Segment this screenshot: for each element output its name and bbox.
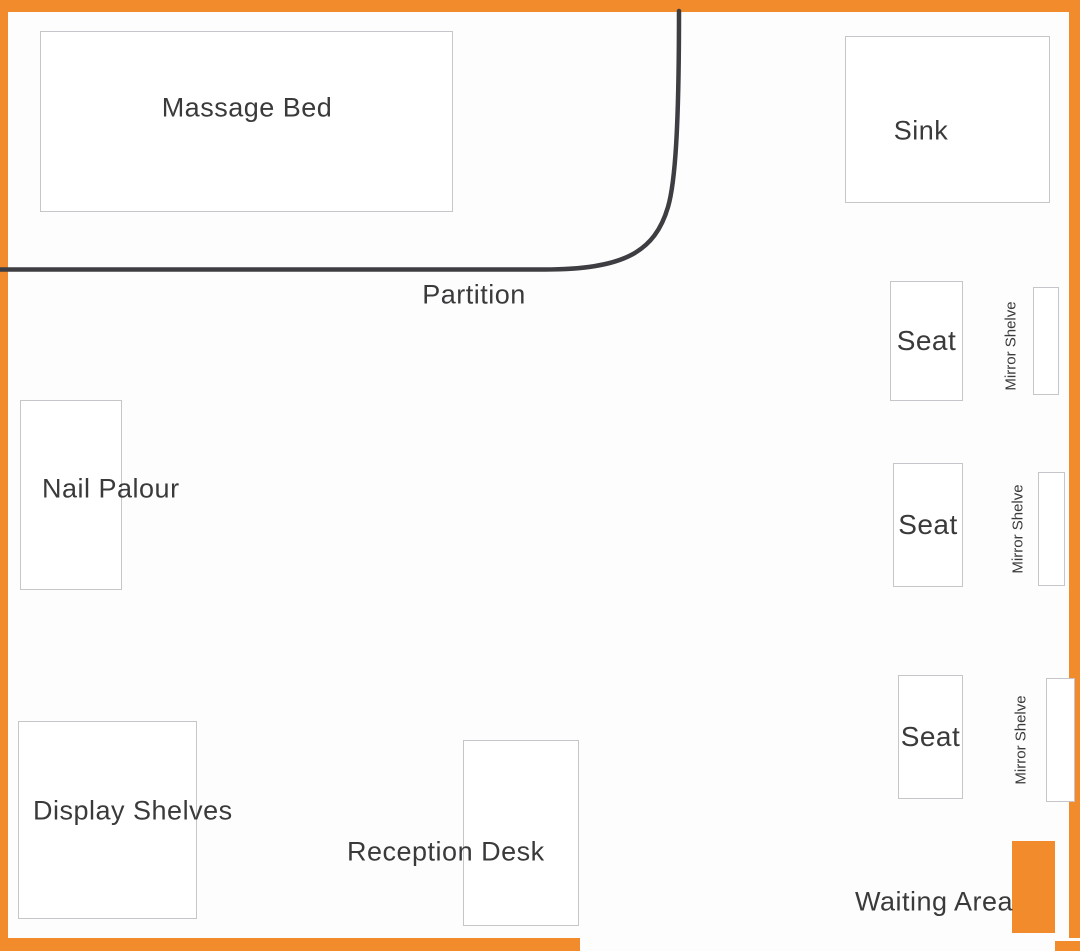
wall-segment-bottom-right-corner [1055, 941, 1080, 951]
seat-box-2: Seat [893, 463, 963, 587]
wall-segment-bottom-left [0, 938, 580, 951]
mirror-shelf-label-1: Mirror Shelve [1002, 301, 1020, 391]
wall-segment-left [0, 0, 8, 951]
sink-label: Sink [893, 115, 949, 146]
seat-box-1: Seat [890, 281, 963, 401]
mirror-shelf-box-3 [1046, 678, 1075, 802]
massage-bed-label: Massage Bed [161, 92, 333, 123]
wall-segment-top [0, 0, 1080, 12]
nail-parlour-label: Nail Palour [42, 473, 180, 504]
seat-box-3: Seat [898, 675, 963, 799]
nail-parlour-box [20, 400, 122, 590]
seat-label: Seat [898, 509, 958, 540]
waiting-area-marker [1012, 841, 1055, 933]
partition-label: Partition [422, 279, 526, 310]
mirror-shelf-label-2: Mirror Shelve [1009, 484, 1027, 574]
mirror-shelf-box-2 [1038, 472, 1065, 586]
display-shelves-label: Display Shelves [33, 795, 233, 826]
sink-box [845, 36, 1050, 203]
display-shelves-box [18, 721, 197, 919]
reception-desk-label: Reception Desk [347, 836, 545, 867]
mirror-shelf-label-3: Mirror Shelve [1012, 695, 1030, 785]
wall-segment-right [1069, 0, 1080, 938]
seat-label: Seat [896, 325, 957, 356]
reception-desk-box [463, 740, 579, 926]
mirror-shelf-box-1 [1033, 287, 1059, 395]
seat-label: Seat [900, 721, 961, 752]
waiting-area-label: Waiting Area [855, 886, 1014, 917]
massage-bed-box [40, 31, 453, 212]
